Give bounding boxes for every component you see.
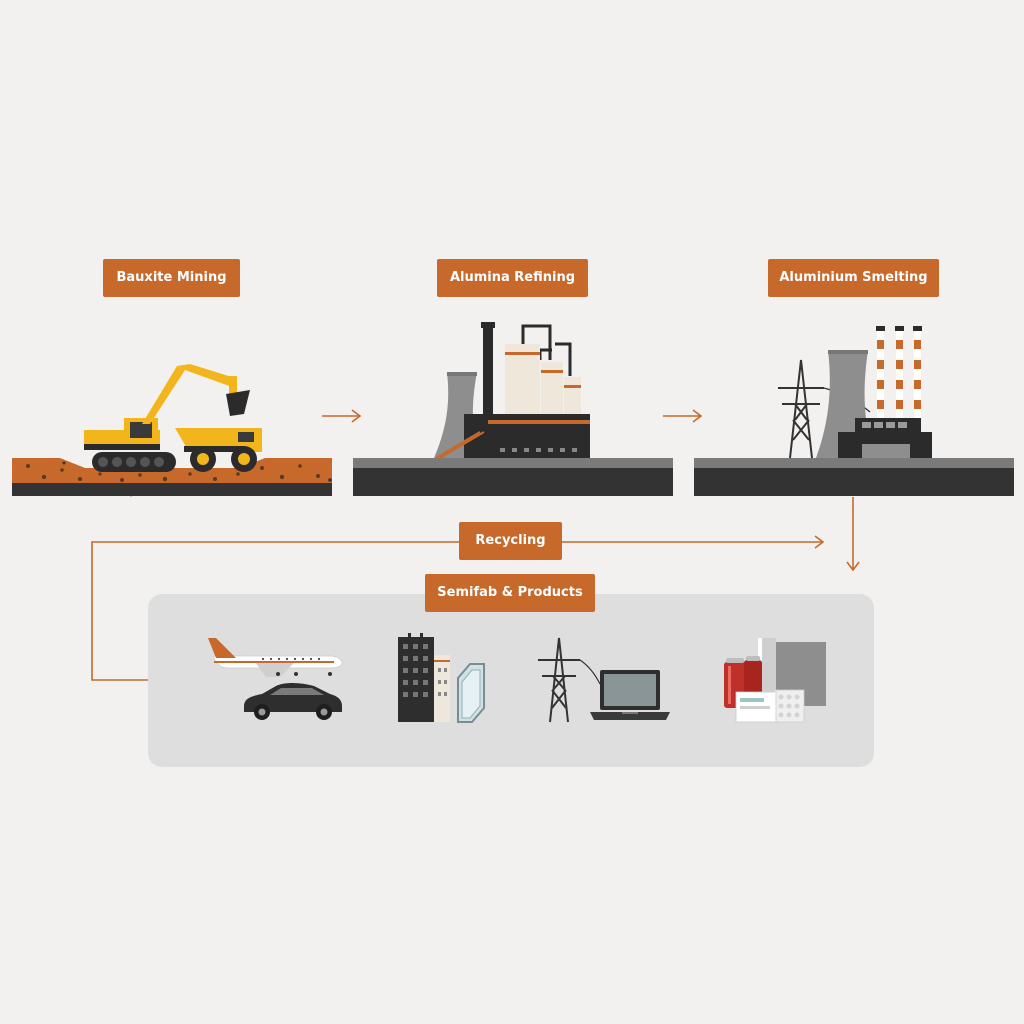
refinery-icon — [434, 322, 590, 459]
flow-arrows — [91, 409, 860, 681]
recycling-loop-arrow — [91, 535, 825, 681]
smokestacks — [876, 326, 922, 418]
alumina-refining-label: Alumina Refining — [437, 259, 588, 297]
semifab-products-label: Semifab & Products — [425, 574, 595, 612]
arrow-refining-to-smelting — [663, 409, 703, 423]
smelting-ground — [694, 458, 1014, 496]
laptop-icon — [590, 670, 670, 720]
refining-ground — [353, 458, 673, 496]
arrow-smelting-to-products — [846, 497, 860, 572]
power-pylon-icon — [778, 359, 871, 459]
blister-pack-icon — [735, 689, 805, 723]
airplane-icon — [208, 638, 343, 677]
dump-truck-icon — [175, 428, 262, 472]
arrow-mining-to-refining — [322, 409, 362, 423]
window-glass-icon — [457, 663, 485, 723]
recycling-label: Recycling — [459, 522, 562, 560]
excavator-icon — [84, 364, 250, 472]
building-icon — [398, 633, 450, 722]
bauxite-mining-label: Bauxite Mining — [103, 259, 240, 297]
aluminium-smelting-label: Aluminium Smelting — [768, 259, 939, 297]
smelter-icon — [778, 326, 932, 459]
car-icon — [244, 683, 342, 720]
power-pylon-icon — [538, 637, 601, 723]
